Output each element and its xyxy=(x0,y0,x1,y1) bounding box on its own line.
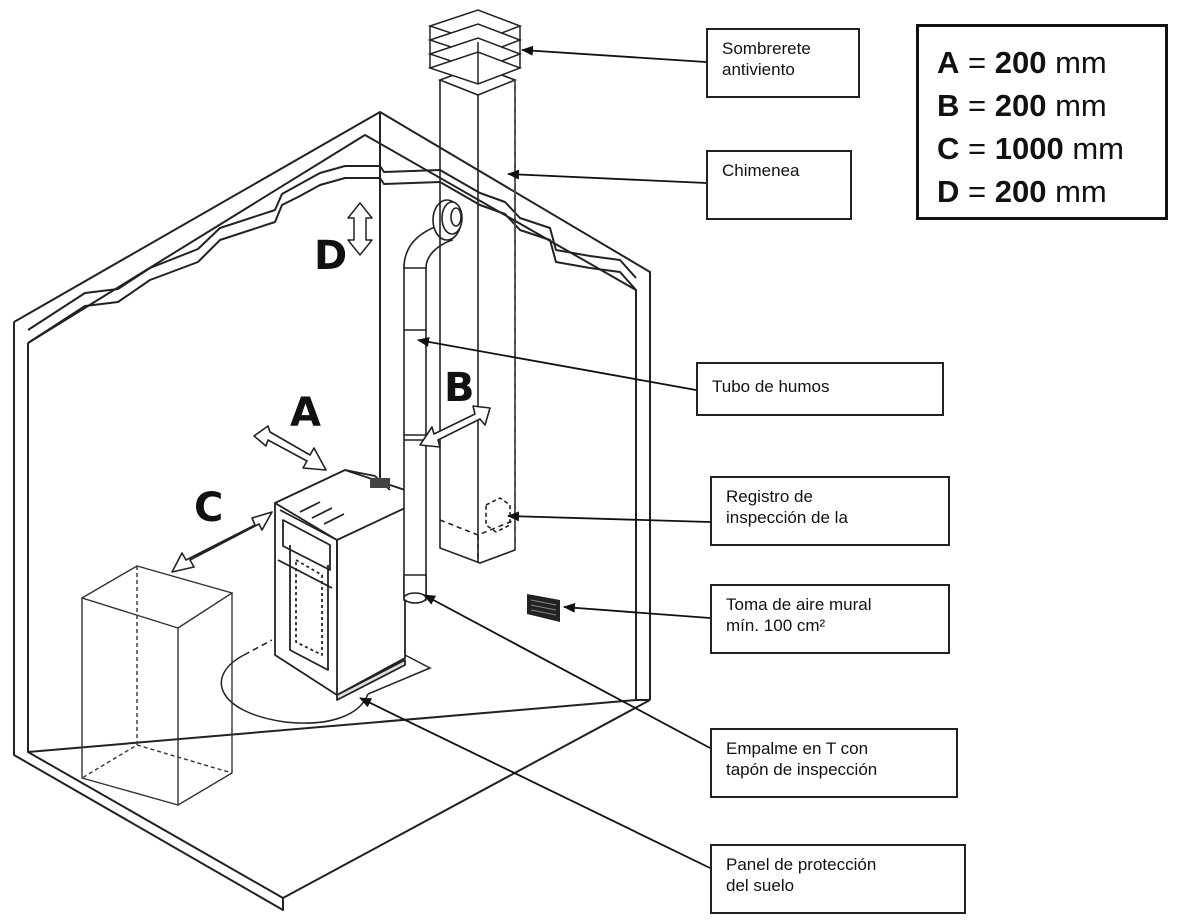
label-panel-line2: del suelo xyxy=(726,876,795,895)
legend-letter: D xyxy=(937,174,960,209)
label-registro: Registro de inspección de la xyxy=(710,476,950,546)
legend-letter: B xyxy=(937,88,960,123)
dimension-arrow-a xyxy=(253,425,327,471)
legend-unit: mm xyxy=(1072,131,1124,166)
dim-letter-d: D xyxy=(314,233,348,279)
legend-equals: = xyxy=(968,45,987,80)
label-empalme-line2: tapón de inspección xyxy=(726,760,878,779)
legend-row-a: A = 200 mm xyxy=(937,41,1165,84)
room-walls xyxy=(13,111,651,911)
leader-registro xyxy=(507,511,711,523)
leader-panel xyxy=(359,697,711,869)
dimension-arrow-b xyxy=(419,405,491,448)
label-empalme-line1: Empalme en T con xyxy=(726,739,869,758)
label-empalme: Empalme en T con tapón de inspección xyxy=(710,728,958,798)
floor-panel xyxy=(220,639,432,724)
label-registro-line2: inspección de la xyxy=(726,508,848,527)
label-toma-line2: mín. 100 cm² xyxy=(726,616,826,635)
label-toma: Toma de aire mural mín. 100 cm² xyxy=(710,584,950,654)
air-intake-grille xyxy=(527,594,560,622)
label-panel-line1: Panel de protección xyxy=(726,855,877,874)
leader-chimenea xyxy=(507,169,707,184)
legend-value: 200 xyxy=(994,174,1047,209)
legend-equals: = xyxy=(968,131,987,166)
label-sombrerete-line1: Sombrerete xyxy=(722,39,811,58)
label-chimenea-line1: Chimenea xyxy=(722,161,800,180)
dimension-arrow-d xyxy=(347,202,373,256)
legend-equals: = xyxy=(968,174,987,209)
label-chimenea: Chimenea xyxy=(706,150,852,220)
cabinet xyxy=(81,565,234,806)
legend-value: 1000 xyxy=(994,131,1064,166)
wind-cap xyxy=(427,9,523,85)
legend-row-c: C = 1000 mm xyxy=(937,127,1165,170)
leader-lines xyxy=(359,45,711,869)
legend-equals: = xyxy=(968,88,987,123)
label-sombrerete-line2: antiviento xyxy=(722,60,795,79)
label-tubo-line1: Tubo de humos xyxy=(712,377,830,396)
legend-value: 200 xyxy=(994,45,1047,80)
legend-unit: mm xyxy=(1055,88,1107,123)
legend-letter: C xyxy=(937,131,960,166)
legend-unit: mm xyxy=(1055,174,1107,209)
legend-row-d: D = 200 mm xyxy=(937,170,1165,213)
legend-unit: mm xyxy=(1055,45,1107,80)
label-panel: Panel de protección del suelo xyxy=(710,844,966,914)
label-sombrerete: Sombrerete antiviento xyxy=(706,28,860,98)
dim-letter-a: A xyxy=(290,390,321,436)
leader-empalme xyxy=(423,594,711,749)
legend-letter: A xyxy=(937,45,960,80)
dim-letter-c: C xyxy=(194,485,224,531)
stove xyxy=(274,469,406,701)
chimney xyxy=(437,65,518,564)
label-registro-line1: Registro de xyxy=(726,487,813,506)
leader-tubo xyxy=(417,337,697,391)
label-tubo: Tubo de humos xyxy=(696,362,944,416)
dimension-arrow-c xyxy=(171,511,273,573)
leader-sombrerete xyxy=(521,45,707,63)
dim-letter-b: B xyxy=(444,365,475,411)
flue-pipe xyxy=(403,199,463,604)
label-toma-line1: Toma de aire mural xyxy=(726,595,872,614)
dimension-legend: A = 200 mm B = 200 mm C = 1000 mm D = 20… xyxy=(916,24,1168,220)
legend-value: 200 xyxy=(994,88,1047,123)
legend-row-b: B = 200 mm xyxy=(937,84,1165,127)
leader-toma xyxy=(563,602,711,619)
